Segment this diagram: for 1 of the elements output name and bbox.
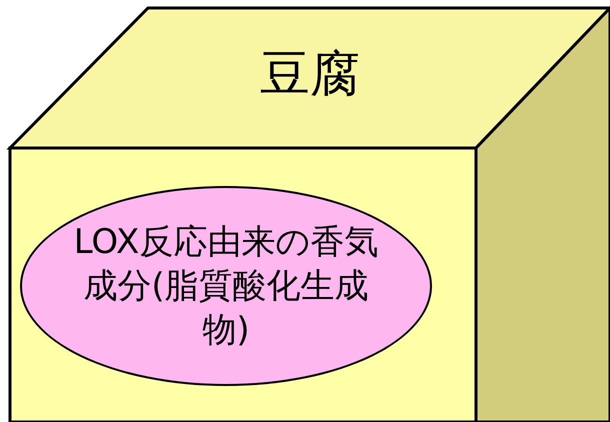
box-label: 豆腐 — [259, 44, 361, 104]
